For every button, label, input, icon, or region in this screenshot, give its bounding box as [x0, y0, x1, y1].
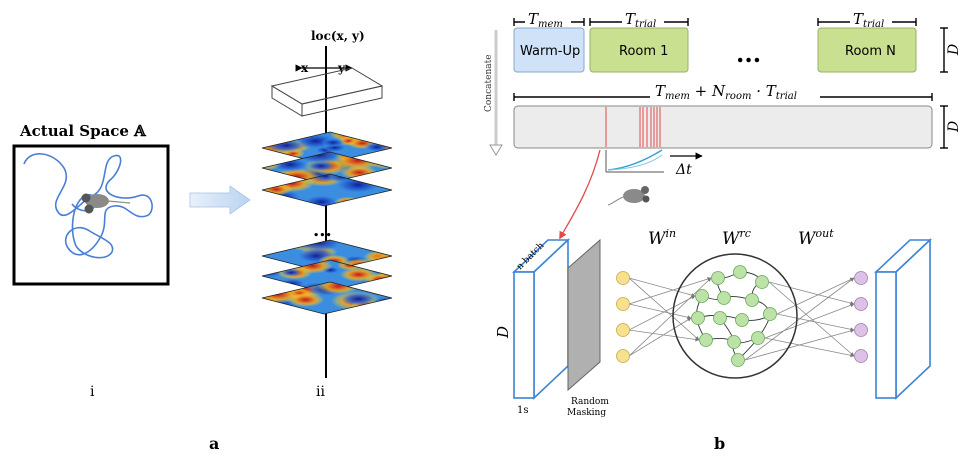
svg-text:Ttrial: Ttrial [853, 10, 884, 30]
panel-a: Actual Space 𝔸 i loc(x, y) x y ... ii a [12, 29, 393, 453]
panel-b-label: b [714, 434, 725, 453]
svg-text:Ttrial: Ttrial [625, 10, 656, 30]
network-edges [628, 277, 855, 361]
output-block [873, 238, 933, 400]
reservoir-node [699, 333, 713, 347]
input-node [616, 271, 630, 285]
mouse-icon-b [607, 186, 650, 206]
decay-inset [605, 149, 664, 173]
panel-a-label: a [209, 434, 219, 453]
svg-text:Concatenate: Concatenate [484, 54, 494, 112]
one-s-label: 1s [517, 405, 529, 416]
reservoir-node [745, 293, 759, 307]
d-label-top: D [946, 44, 960, 56]
svg-text:x: x [301, 61, 309, 75]
svg-text:Masking: Masking [567, 408, 606, 418]
svg-text:Tmem + Nroom · Ttrial: Tmem + Nroom · Ttrial [655, 82, 797, 102]
delta-t-label: Δt [675, 162, 692, 178]
reservoir-boundary [672, 253, 798, 379]
d-label-bottom: D [946, 121, 960, 133]
svg-text:Random: Random [571, 397, 609, 407]
reservoir-node [691, 311, 705, 325]
spike-lines [605, 107, 661, 147]
flow-arrow [189, 185, 251, 215]
output-node [854, 349, 868, 363]
reservoir-node [751, 331, 765, 345]
heatmap-layer [261, 281, 393, 315]
svg-text:Warm-Up: Warm-Up [520, 44, 580, 59]
panel-b: Tmem Ttrial Ttrial Warm-Up Room 1 ... [484, 10, 960, 453]
network-nodes [616, 265, 868, 367]
reservoir-node [735, 313, 749, 327]
total-duration-bracket: Tmem + Nroom · Ttrial [513, 82, 933, 102]
sub-label-i: i [90, 384, 95, 400]
reservoir-node [727, 335, 741, 349]
rooms-ellipsis: ... [736, 39, 761, 68]
svg-text:Tmem: Tmem [528, 10, 563, 30]
actual-space-box [12, 144, 170, 286]
reservoir-node [713, 311, 727, 325]
mouse-icon [81, 193, 131, 214]
svg-text:Room N: Room N [845, 44, 896, 59]
reservoir-node [733, 265, 747, 279]
w-in-label: Win [648, 227, 676, 249]
svg-text:Room 1: Room 1 [619, 44, 668, 59]
input-node [616, 297, 630, 311]
output-node [854, 297, 868, 311]
w-rc-label: Wrc [722, 227, 751, 249]
output-node [854, 323, 868, 337]
red-connector-arrow [559, 149, 601, 240]
xy-indicator: x y [295, 61, 353, 75]
reservoir-node [763, 307, 777, 321]
reservoir-node [711, 271, 725, 285]
empty-plane [270, 67, 384, 117]
reservoir-node [755, 275, 769, 289]
t-trial-bracket-2: Ttrial [817, 10, 917, 30]
layers-ellipsis: ... [313, 220, 332, 241]
input-node [616, 349, 630, 363]
concatenate-arrow: Concatenate [484, 30, 503, 156]
actual-space-title: Actual Space 𝔸 [19, 122, 147, 140]
room-n-block [817, 27, 917, 73]
warm-up-block [513, 27, 585, 73]
input-node [616, 323, 630, 337]
trajectory-path [23, 153, 153, 259]
t-trial-bracket-1: Ttrial [589, 10, 689, 30]
output-node [854, 271, 868, 285]
svg-text:y: y [337, 61, 346, 75]
t-mem-bracket: Tmem [513, 10, 585, 30]
reservoir-node [731, 353, 745, 367]
room-1-block [589, 27, 689, 73]
reservoir-node [717, 291, 731, 305]
w-out-label: Wout [798, 227, 834, 249]
d-label-left: D [494, 326, 512, 339]
sub-label-ii: ii [316, 384, 325, 400]
random-masking-plane [567, 238, 601, 392]
loc-axis-label: loc(x, y) [311, 29, 365, 43]
reservoir-node [695, 289, 709, 303]
concatenated-sequence [513, 105, 933, 149]
